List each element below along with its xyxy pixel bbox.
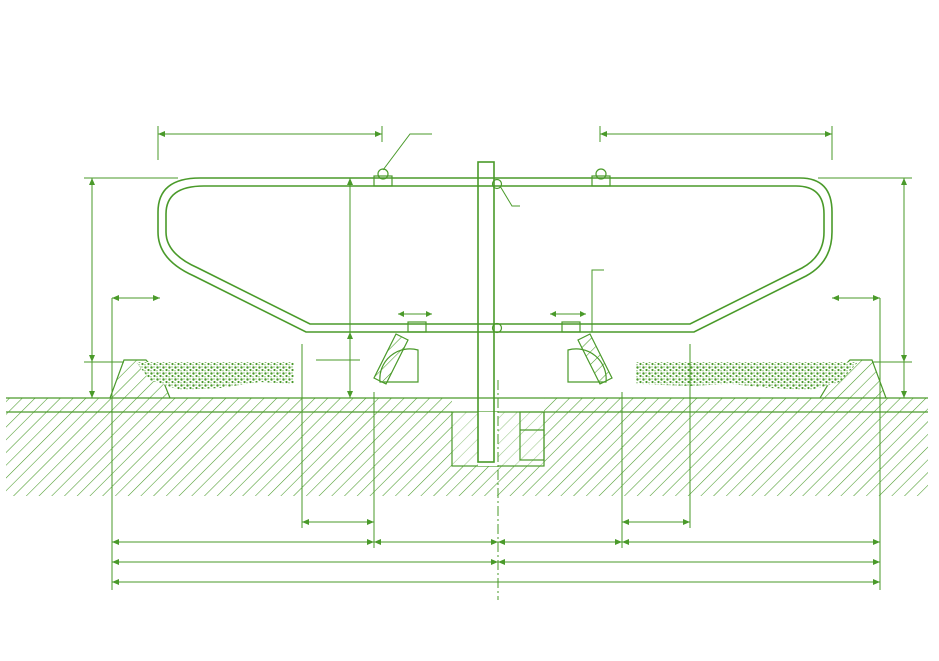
right-strut xyxy=(550,311,613,385)
seesaw-frame xyxy=(157,177,833,333)
left-strut xyxy=(373,311,432,385)
right-sand-pit xyxy=(636,359,887,399)
right-handle-grip xyxy=(591,168,611,187)
left-sand-pit xyxy=(109,359,294,399)
center-post xyxy=(477,161,503,600)
dimension-lines xyxy=(84,126,912,590)
left-handle-grip xyxy=(373,168,393,187)
